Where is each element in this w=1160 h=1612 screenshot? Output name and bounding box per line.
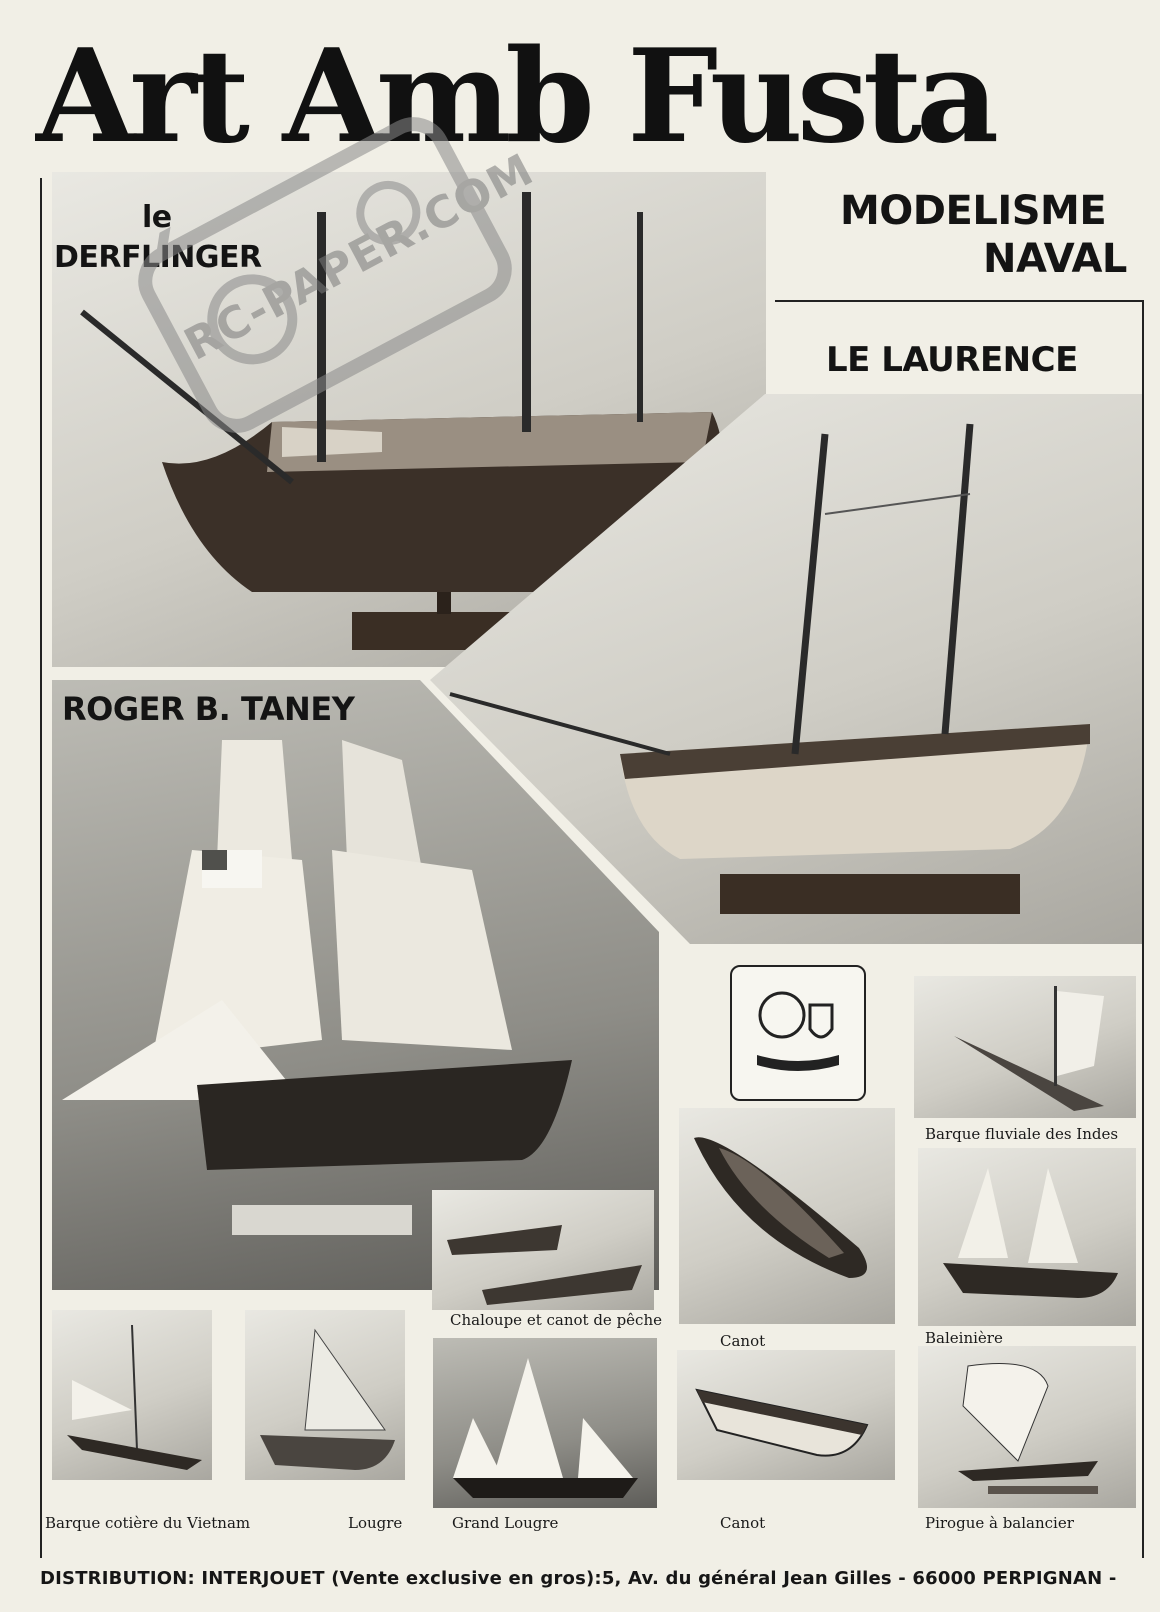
barque-vietnam-illustration <box>67 1324 202 1470</box>
caption-barque-vietnam: Barque cotière du Vietnam <box>45 1514 251 1532</box>
taney-name: ROGER B. TANEY <box>62 690 355 728</box>
caption-canot-2: Canot <box>720 1514 766 1532</box>
left-frame-line <box>40 178 42 1558</box>
subtitle-naval: NAVAL <box>983 236 1127 282</box>
canot-1-photo <box>679 1108 895 1324</box>
barque-vietnam-photo <box>52 1310 212 1480</box>
laurence-name: LE LAURENCE <box>826 340 1078 380</box>
distribution-footer: DISTRIBUTION: INTERJOUET (Vente exclusiv… <box>40 1568 1117 1589</box>
canot-2-photo <box>677 1350 895 1480</box>
subtitle-modelisme: MODELISME <box>840 188 1107 234</box>
caption-canot-1: Canot <box>720 1332 766 1350</box>
barque-indes-photo <box>914 976 1136 1118</box>
caption-baleiniere: Baleinière <box>925 1329 1003 1347</box>
barque-indes-illustration <box>954 986 1104 1111</box>
crest-logo <box>730 965 866 1101</box>
baleiniere-photo <box>918 1148 1136 1326</box>
taney-ship-illustration <box>62 740 572 1235</box>
chaloupe-photo <box>432 1190 654 1310</box>
baleiniere-illustration <box>943 1168 1118 1298</box>
crest-icon <box>757 991 839 1071</box>
pirogue-illustration <box>958 1363 1098 1494</box>
chaloupe-illustration <box>447 1225 642 1305</box>
canot-1-illustration <box>694 1137 867 1278</box>
canot-2-illustration <box>695 1388 869 1457</box>
caption-grand-lougre: Grand Lougre <box>452 1514 559 1532</box>
laurence-ship-illustration <box>449 423 1090 914</box>
grand-lougre-photo <box>433 1338 657 1508</box>
caption-lougre: Lougre <box>348 1514 403 1532</box>
magazine-ad-title: Art Amb Fusta <box>36 22 999 172</box>
caption-pirogue: Pirogue à balancier <box>925 1514 1074 1532</box>
laurence-frame-top <box>775 300 1144 302</box>
lougre-photo <box>245 1310 405 1480</box>
caption-barque-indes: Barque fluviale des Indes <box>925 1125 1119 1143</box>
lougre-illustration <box>260 1328 395 1470</box>
right-frame-line <box>1142 300 1144 1558</box>
grand-lougre-illustration <box>453 1358 638 1498</box>
pirogue-photo <box>918 1346 1136 1508</box>
caption-chaloupe: Chaloupe et canot de pêche <box>450 1311 662 1329</box>
